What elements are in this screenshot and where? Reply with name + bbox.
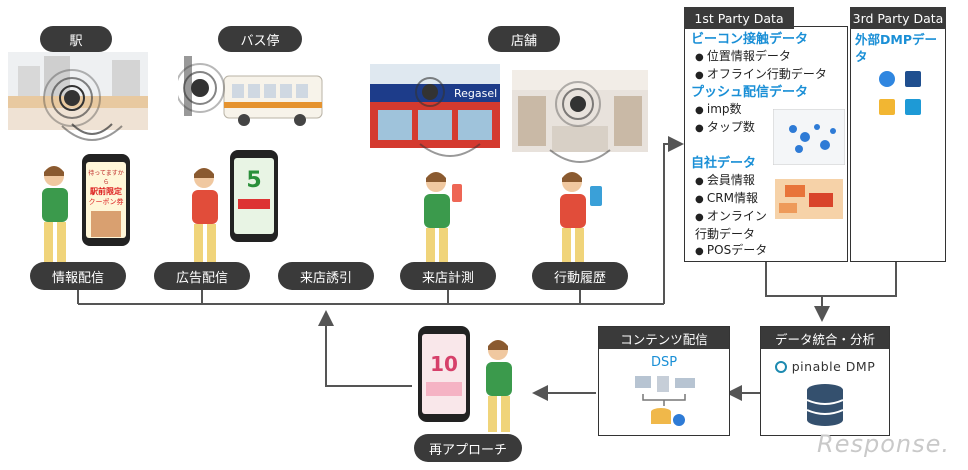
integration-title: データ統合・分析 xyxy=(761,327,889,349)
line-1st-down xyxy=(765,262,822,297)
push-item: imp数 xyxy=(691,101,841,119)
pinable-logo-text: pinable DMP xyxy=(791,359,876,374)
content-delivery-box: コンテンツ配信 DSP xyxy=(598,326,730,436)
stage-ad-delivery[interactable]: 広告配信 xyxy=(154,262,250,290)
database-icon xyxy=(806,384,844,426)
beacon-item: 位置情報データ xyxy=(691,48,841,66)
coupon-mid-text: 駅前限定 xyxy=(90,187,122,196)
phone-coupon: 待ってますから 駅前限定 クーポン券 xyxy=(82,154,130,246)
first-party-title: 1st Party Data xyxy=(684,7,794,29)
external-dmp-heading: 外部DMPデータ xyxy=(855,32,937,64)
pinable-logo-icon xyxy=(774,360,787,373)
own-item: 会員情報 xyxy=(691,172,841,190)
third-party-data-box: 3rd Party Data 外部DMPデータ xyxy=(850,7,946,262)
signal-waves-5 xyxy=(549,149,611,163)
line-reapproach-up xyxy=(318,310,412,387)
reapproach-coupon-number: 10 xyxy=(430,352,458,376)
coupon-top-text: 待ってますから xyxy=(88,170,124,186)
stage-store-visit-induce[interactable]: 来店誘引 xyxy=(278,262,374,290)
person-1-icon xyxy=(42,166,68,262)
push-item: タップ数 xyxy=(691,119,841,137)
person-4-icon xyxy=(424,172,462,264)
person-reapproach-icon xyxy=(486,340,512,432)
own-heading: 自社データ xyxy=(691,156,757,171)
bus-coupon-number: 5 xyxy=(246,168,262,193)
reapproach-button[interactable]: 再アプローチ xyxy=(414,434,522,462)
own-item: オンライン行動データ xyxy=(691,208,777,242)
third-party-title: 3rd Party Data xyxy=(850,7,946,29)
station-image xyxy=(8,52,148,130)
content-title: コンテンツ配信 xyxy=(599,327,729,349)
phone-reapproach: 10 xyxy=(418,326,470,422)
store-sign-text: Regasel xyxy=(454,87,497,100)
response-watermark: Response. xyxy=(817,430,950,458)
coupon-big-text: クーポン券 xyxy=(88,198,124,206)
dsp-network-icon xyxy=(635,376,695,426)
first-party-data-box: 1st Party Data ビーコン接触データ 位置情報データ オフライン行動… xyxy=(684,7,848,262)
store-interior-image xyxy=(512,70,648,152)
own-item: POSデータ xyxy=(691,242,841,260)
data-integration-box: データ統合・分析 pinable DMP xyxy=(760,326,890,436)
beacon-heading: ビーコン接触データ xyxy=(691,32,809,47)
floor-map-image xyxy=(773,109,845,165)
beacon-item: オフライン行動データ xyxy=(691,66,841,84)
own-item: CRM情報 xyxy=(691,190,841,208)
location-store-label: 店舗 xyxy=(488,26,560,52)
bus-stop-image xyxy=(178,56,324,130)
location-station-label: 駅 xyxy=(40,26,112,52)
signal-waves-1 xyxy=(61,123,123,141)
stage-behavior-history[interactable]: 行動履歴 xyxy=(532,262,628,290)
push-heading: プッシュ配信データ xyxy=(691,85,809,100)
person-2-icon xyxy=(192,168,218,264)
stage-info-delivery[interactable]: 情報配信 xyxy=(30,262,126,290)
line-to-1st xyxy=(663,136,684,304)
stage-store-visit-measure[interactable]: 来店計測 xyxy=(400,262,496,290)
location-bus-stop-label: バス停 xyxy=(218,26,302,52)
heatmap-image xyxy=(775,179,843,219)
person-5-icon xyxy=(560,172,602,264)
dsp-label: DSP xyxy=(650,355,678,370)
line-3rd-down xyxy=(822,262,897,297)
dmp-logos-icon xyxy=(879,71,921,115)
phone-bus-coupon: 5 xyxy=(230,150,278,242)
store-exterior-image: Regasel xyxy=(370,64,500,148)
signal-waves-4 xyxy=(419,143,481,157)
